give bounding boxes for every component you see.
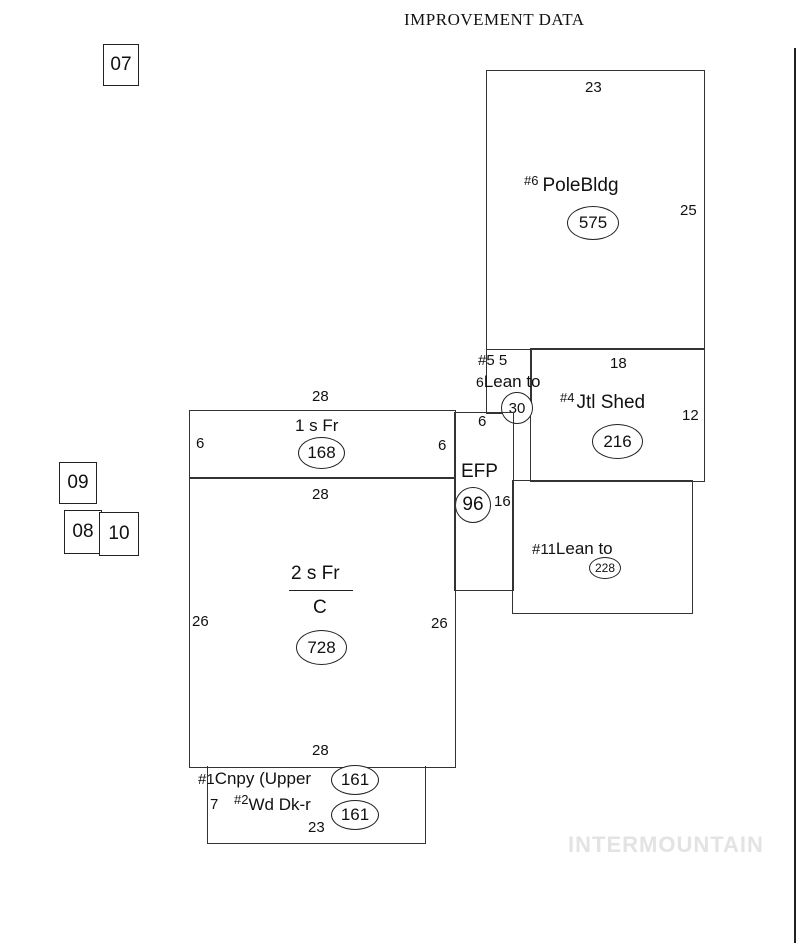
wood-deck-dim-left: 7	[210, 796, 219, 813]
lean-to-5-dim-a: 5	[498, 352, 508, 369]
one-story-frame	[189, 410, 456, 479]
canopy-number: #1	[198, 771, 215, 788]
wood-deck-label: #2Wd Dk-r	[234, 793, 311, 814]
efp-dim-right: 16	[494, 493, 511, 510]
two-story-divider	[289, 590, 353, 591]
canopy-name: Cnpy (Upper	[214, 769, 312, 788]
two-story-frame	[189, 477, 456, 768]
wood-deck-dim-bottom: 23	[308, 819, 325, 836]
lean-to-5-label-top: #5 5	[478, 353, 507, 368]
one-story-dim-top: 28	[312, 388, 329, 405]
two-story-sublabel: C	[313, 597, 327, 618]
lean-to-11-number: #11	[532, 541, 556, 558]
one-story-label: 1 s Fr	[295, 416, 339, 435]
two-story-dim-left: 26	[192, 613, 209, 630]
util-shed-number: #4	[560, 390, 575, 405]
wood-deck-number: #2	[234, 792, 249, 807]
lean-to-5-number: #5	[478, 352, 495, 369]
one-story-dim-right: 6	[438, 437, 447, 454]
util-shed-name: Jtl Shed	[576, 392, 646, 413]
lean-to-5-label: 6Lean to	[476, 373, 541, 390]
pole-bldg-number: #6	[524, 173, 539, 188]
two-story-dim-right: 26	[431, 615, 448, 632]
lean-to-11-name: Lean to	[555, 539, 613, 558]
pole-bldg-dim-top: 23	[585, 79, 602, 96]
one-story-dim-left: 6	[196, 435, 205, 452]
canopy-deck	[207, 766, 426, 844]
tag-07: 07	[103, 44, 139, 86]
tag-08: 08	[64, 510, 102, 554]
wood-deck-area: 161	[331, 800, 379, 830]
watermark: INTERMOUNTAIN	[568, 832, 764, 857]
util-shed-area: 216	[592, 424, 643, 459]
page-title: IMPROVEMENT DATA	[404, 10, 585, 29]
pole-building	[486, 70, 705, 350]
lean-to-11-area: 228	[589, 557, 621, 579]
enclosed-porch	[454, 412, 514, 591]
lean-to-11-label: #11Lean to	[532, 540, 613, 557]
two-story-label: 2 s Fr	[291, 563, 340, 584]
efp-label: EFP	[461, 461, 498, 482]
tag-09: 09	[59, 462, 97, 504]
lean-to-11	[512, 480, 693, 614]
one-story-area: 168	[298, 437, 345, 469]
two-story-area: 728	[296, 630, 347, 665]
canopy-area: 161	[331, 765, 379, 795]
efp-area: 96	[455, 487, 491, 523]
lean-to-5-name: Lean to	[483, 372, 541, 391]
wood-deck-name: Wd Dk-r	[248, 795, 311, 814]
pole-bldg-dim-right: 25	[680, 202, 697, 219]
two-story-dim-bottom: 28	[312, 742, 329, 759]
lean-to-5-dim-b: 6	[476, 374, 484, 390]
tag-10: 10	[99, 512, 139, 556]
util-shed-dim-top: 18	[610, 355, 627, 372]
page-edge-line	[794, 48, 796, 943]
pole-bldg-area: 575	[567, 206, 619, 240]
canopy-label: #1Cnpy (Upper	[198, 770, 311, 787]
lean-to-5-area: 30	[501, 392, 533, 424]
lean-to-5-dim-c: 6	[478, 413, 487, 430]
util-shed-dim-right: 12	[682, 407, 699, 424]
pole-bldg-name: PoleBldg	[542, 175, 619, 196]
two-story-dim-top: 28	[312, 486, 329, 503]
